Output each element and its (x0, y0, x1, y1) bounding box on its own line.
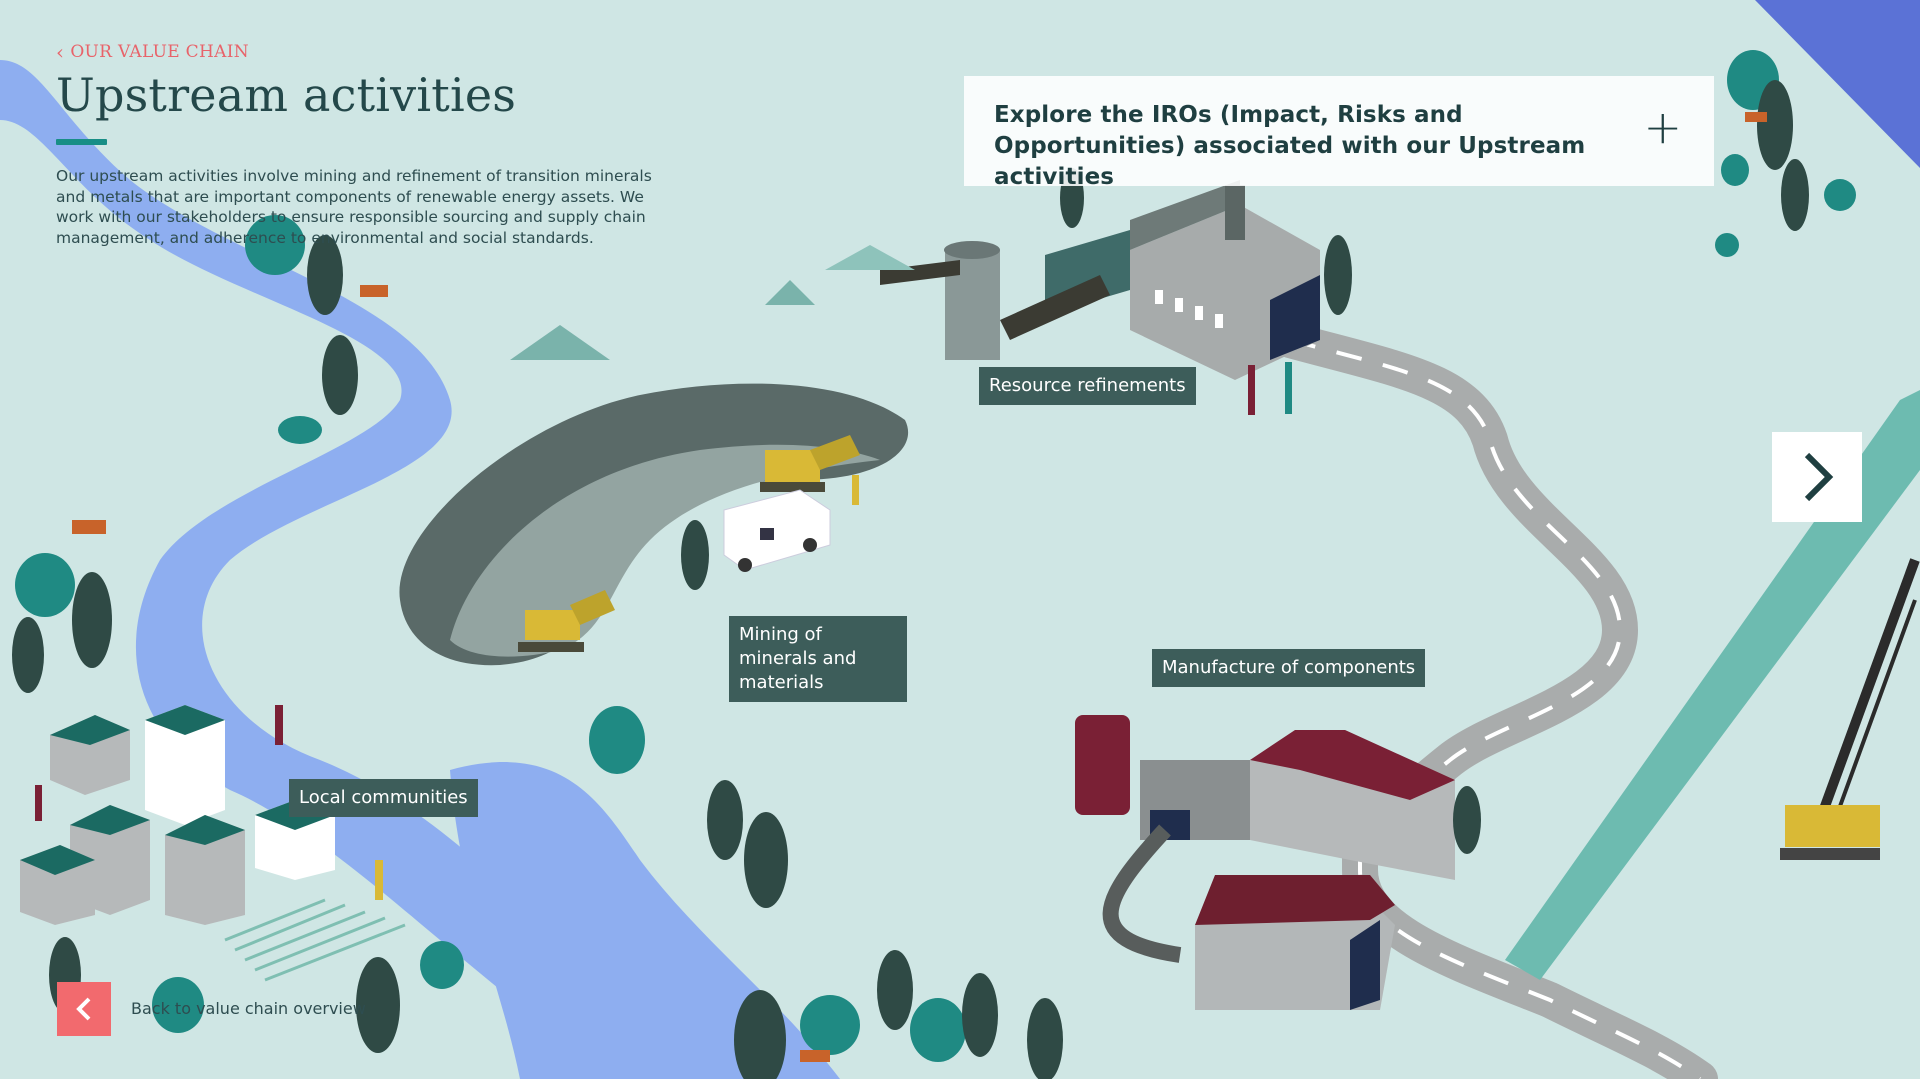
breadcrumb-label: OUR VALUE CHAIN (70, 42, 249, 62)
page-description: Our upstream activities involve mining a… (56, 167, 652, 247)
hotspot-resource-refinements[interactable]: Resource refinements (979, 367, 1196, 405)
plus-icon[interactable]: + (1643, 100, 1682, 154)
hill (825, 245, 915, 270)
village-houses (20, 705, 335, 925)
warehouse (1195, 875, 1395, 1010)
refinery (880, 180, 1320, 380)
back-button[interactable] (57, 982, 111, 1036)
chevron-left-icon: ‹ (56, 40, 65, 64)
back-to-overview-link[interactable]: Back to value chain overview (131, 999, 366, 1018)
river (0, 60, 820, 1079)
excavator-lower (518, 590, 615, 652)
chevron-left-icon (76, 997, 91, 1021)
crane (1780, 558, 1920, 860)
iro-explore-panel[interactable]: Explore the IROs (Impact, Risks and Oppo… (964, 76, 1714, 190)
hotspot-mining[interactable]: Mining of minerals and materials (729, 616, 907, 702)
crop-field (224, 898, 406, 982)
hotspot-manufacture[interactable]: Manufacture of components (1152, 649, 1426, 687)
factory (1075, 715, 1455, 880)
breadcrumb[interactable]: ‹ OUR VALUE CHAIN (56, 42, 249, 62)
road-markings (1289, 338, 1702, 1079)
delivery-van (723, 489, 831, 572)
excavator-upper (760, 435, 860, 492)
map-corner-stripe (1755, 0, 1920, 168)
hotspot-mining-label: Mining of minerals and materials (739, 624, 857, 693)
next-button[interactable] (1772, 432, 1862, 522)
hotspot-local-communities[interactable]: Local communities (289, 779, 478, 817)
people (35, 362, 1292, 900)
title-underline (56, 139, 107, 145)
animals (72, 112, 1767, 1062)
river-lake (450, 762, 840, 1079)
hill (765, 280, 815, 305)
iro-panel-text: Explore the IROs (Impact, Risks and Oppo… (994, 102, 1586, 190)
hill (510, 325, 610, 360)
mine-pit-inner (450, 444, 880, 657)
conveyor-track (1102, 824, 1182, 963)
chevron-right-icon (1804, 452, 1834, 502)
right-field-strip (1505, 390, 1920, 980)
page-title: Upstream activities (56, 68, 517, 122)
